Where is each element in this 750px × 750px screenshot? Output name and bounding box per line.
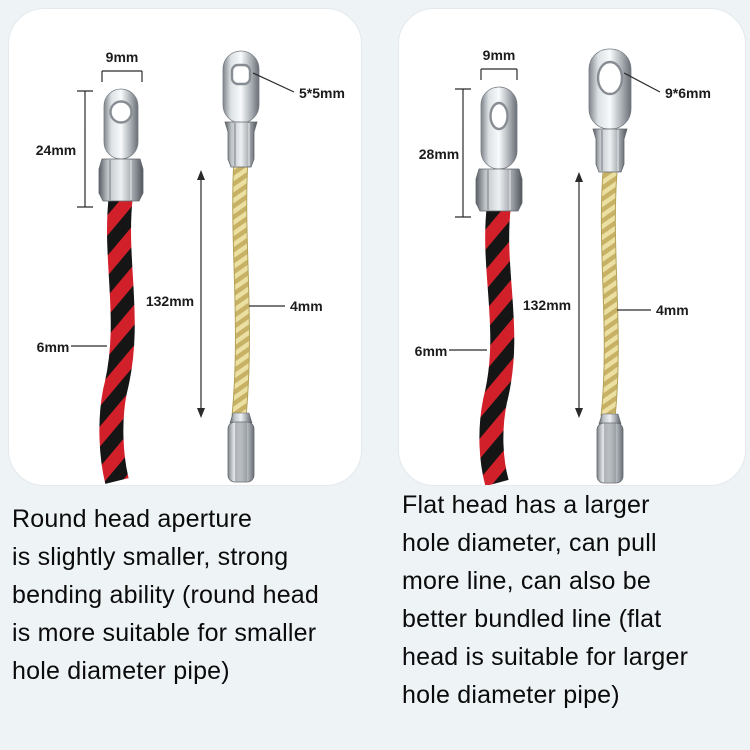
round-head-diagram: 9mm 24mm 6mm 5*5mm 132mm 4mm — [36, 49, 345, 484]
wire-round-head — [222, 50, 260, 168]
wire-end-connector — [227, 412, 255, 483]
round-metal-head — [98, 88, 144, 202]
wire-length-label: 132mm — [146, 293, 194, 309]
wire-diameter-label: 4mm — [656, 302, 689, 318]
wire-flat-head — [588, 48, 632, 173]
dimension-annotations: 9mm 24mm 6mm 5*5mm 132mm 4mm — [36, 49, 345, 418]
flat-head-caption: Flat head has a larger hole diameter, ca… — [402, 491, 689, 709]
round-head-panel: 9mm 24mm 6mm 5*5mm 132mm 4mm — [8, 8, 362, 486]
twisted-cable — [479, 203, 515, 485]
wire-end-connector — [596, 413, 624, 484]
head-width-label: 9mm — [483, 47, 516, 63]
steel-wire-cable — [231, 158, 250, 418]
oval-hole — [489, 101, 509, 131]
large-oval-hole — [596, 60, 624, 96]
square-hole — [230, 63, 252, 86]
twisted-cable — [99, 193, 135, 484]
flat-head-panel: 9mm 28mm 6mm 9*6mm 132mm 4mm — [398, 8, 746, 486]
wire-diameter-label: 4mm — [290, 298, 323, 314]
black-cable-diameter-label: 6mm — [37, 339, 70, 355]
dimension-annotations: 9mm 28mm 6mm 9*6mm 132mm 4mm — [415, 47, 711, 418]
oval-metal-head — [475, 86, 523, 212]
hole-size-label: 9*6mm — [665, 85, 711, 101]
black-cable-diameter-label: 6mm — [415, 343, 448, 359]
flat-head-diagram: 9mm 28mm 6mm 9*6mm 132mm 4mm — [415, 47, 711, 485]
head-width-label: 9mm — [106, 49, 139, 65]
head-height-label: 24mm — [36, 142, 76, 158]
round-hole — [109, 100, 133, 124]
hole-size-label: 5*5mm — [299, 85, 345, 101]
steel-wire-cable — [600, 171, 619, 418]
wire-length-label: 132mm — [523, 297, 571, 313]
head-height-label: 28mm — [419, 146, 459, 162]
round-head-caption: Round head aperture is slightly smaller,… — [12, 505, 320, 685]
